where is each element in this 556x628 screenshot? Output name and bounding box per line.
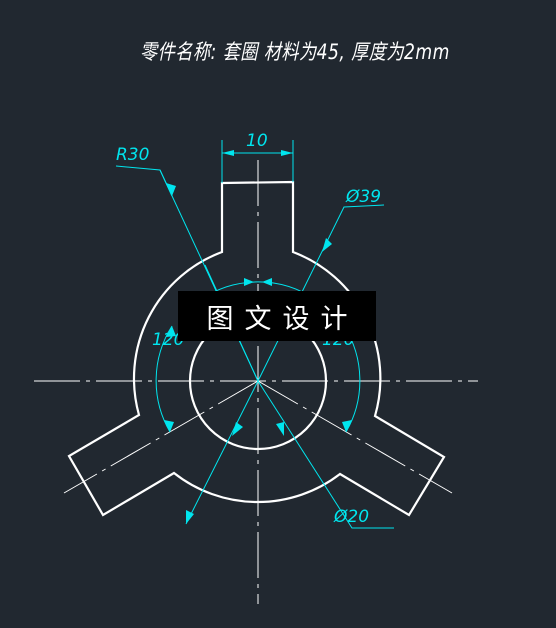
label-r30: R30 [116,145,149,165]
label-dia39: Ø39 [345,187,381,207]
centerline-lower-right [257,380,453,494]
arrow-angle-left-top [166,326,176,337]
arrow-dia20-upper [232,422,243,436]
arrow-leader-end [186,510,194,524]
leader-dia20 [185,379,394,529]
drawing-title: 零件名称: 套圈 材料为45, 厚度为2mm [140,40,450,64]
arrow-angle-left-bottom [164,420,174,432]
watermark-text: 图文设计 [206,303,359,335]
arrow-r30 [166,183,176,196]
arrow-dia20-lower [276,422,284,436]
label-slot-width: 10 [246,131,268,151]
watermark-box: 图文设计 [178,291,376,341]
part-outline [67,180,446,517]
arrow-slot-left [222,150,234,156]
arrow-angle-right-bottom [342,420,352,432]
arrow-angle-top-right [244,278,254,286]
arrow-slot-right [281,150,293,156]
arrow-angle-top-left [262,278,272,286]
arrow-dia39 [322,238,332,252]
centerlines [34,160,478,604]
label-dia20: Ø20 [333,507,369,527]
centerline-lower-left [63,380,259,494]
